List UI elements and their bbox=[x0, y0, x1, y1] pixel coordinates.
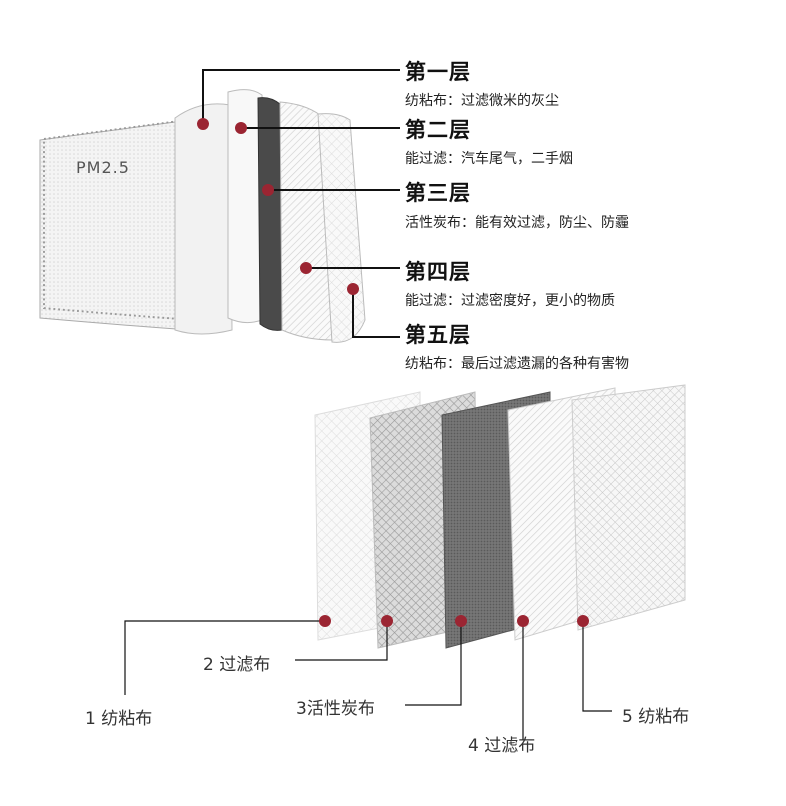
layer-4-desc: 能过滤：过滤密度好，更小的物质 bbox=[405, 290, 615, 310]
layer-5-title: 第五层 bbox=[405, 319, 471, 349]
marker-dot-5 bbox=[347, 283, 359, 295]
pm25-label: PM2.5 bbox=[76, 158, 130, 177]
bottom-dot-1 bbox=[319, 615, 331, 627]
bottom-label-3: 3活性炭布 bbox=[296, 694, 375, 719]
layer-2-title: 第二层 bbox=[405, 114, 471, 144]
bottom-label-1: 1 纺粘布 bbox=[85, 704, 152, 729]
bottom-leader-5 bbox=[583, 621, 612, 711]
marker-dot-1 bbox=[197, 118, 209, 130]
bottom-label-5: 5 纺粘布 bbox=[622, 702, 689, 727]
layer-2-desc: 能过滤：汽车尾气，二手烟 bbox=[405, 148, 573, 168]
layer-3-desc: 活性炭布：能有效过滤，防尘、防霾 bbox=[405, 212, 629, 232]
layer-stack-graphic bbox=[315, 385, 685, 648]
marker-dot-3 bbox=[262, 184, 274, 196]
bottom-label-4: 4 过滤布 bbox=[468, 731, 535, 756]
bottom-label-2: 2 过滤布 bbox=[203, 650, 270, 675]
bottom-dot-2 bbox=[381, 615, 393, 627]
bottom-dot-5 bbox=[577, 615, 589, 627]
layer-1-desc: 纺粘布：过滤微米的灰尘 bbox=[405, 90, 559, 110]
marker-dot-4 bbox=[300, 262, 312, 274]
layer-4-title: 第四层 bbox=[405, 256, 471, 286]
bottom-dot-4 bbox=[517, 615, 529, 627]
bottom-dot-3 bbox=[455, 615, 467, 627]
layer-1-title: 第一层 bbox=[405, 56, 471, 86]
layer-3-title: 第三层 bbox=[405, 177, 471, 207]
marker-dot-2 bbox=[235, 122, 247, 134]
layer-5-desc: 纺粘布：最后过滤遗漏的各种有害物 bbox=[405, 353, 629, 373]
